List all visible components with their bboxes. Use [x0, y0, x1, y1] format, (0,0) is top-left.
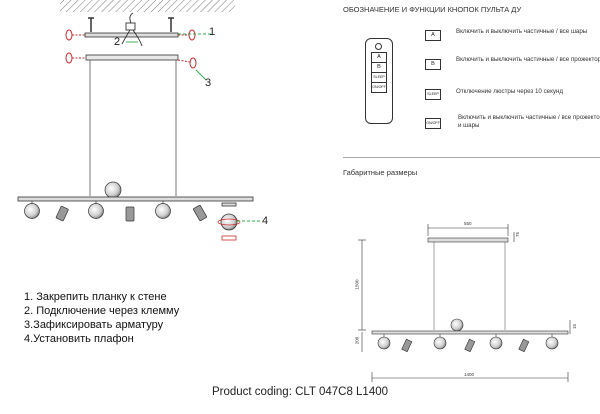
dim-canopy-width: 550 [464, 221, 472, 226]
spot-shade [193, 204, 207, 222]
legend-key-sleep: SLEEP [425, 89, 441, 100]
step-1: 1. Закрепить планку к стене [24, 291, 167, 303]
callout-3: 3 [205, 77, 212, 89]
legend-key-a: A [425, 30, 441, 41]
callout-4: 4 [262, 215, 269, 227]
dim-bar-height: 15 [572, 323, 578, 330]
shade-detail [217, 202, 241, 241]
step-2: 2. Подключение через клемму [24, 305, 180, 317]
installation-drawing [17, 0, 262, 241]
ceiling-hatch [60, 0, 235, 12]
dim-canopy-height: 75 [515, 231, 521, 238]
legend-text-onoff: Включить и выключить частичные / все про… [458, 114, 600, 129]
dim-drop: 200 [354, 336, 360, 345]
remote-control: A B SLEEP ON/OFF [365, 38, 393, 124]
section-divider [343, 157, 600, 158]
terminal-block [121, 12, 143, 47]
dimensions-title: Габаритные размеры [343, 168, 418, 177]
dimension-drawing [358, 224, 571, 382]
legend-text-b: Включить и выключить частичные / все про… [456, 56, 600, 63]
ball-shade [155, 203, 171, 219]
mounting-screws [88, 17, 174, 32]
top-ball [104, 181, 122, 199]
dim-total-height: 1500 [354, 279, 360, 290]
canopy-red-markers [65, 52, 197, 69]
legend-key-onoff: ON/OFF [425, 118, 441, 129]
product-coding: Product coding: CLT 047C8 L1400 [211, 386, 389, 398]
remote-button-onoff: ON/OFF [371, 82, 387, 93]
mounting-plate [84, 32, 179, 38]
main-bar [17, 196, 254, 202]
shades-row [24, 201, 207, 222]
canopy [85, 54, 179, 61]
remote-led [375, 43, 382, 50]
legend-text-a: Включить и выключить частичные / все шар… [456, 28, 588, 35]
step-3: 3.Зафиксировать арматуру [24, 319, 164, 331]
callout-lines [126, 33, 262, 222]
callout-1: 1 [209, 26, 216, 38]
callout-2: 2 [114, 36, 121, 48]
legend-text-sleep: Отключение люстры через 10 секунд [456, 88, 564, 95]
plate-red-markers [65, 29, 196, 41]
ball-shade [88, 203, 104, 219]
ball-shade [24, 203, 40, 219]
legend-key-b: B [425, 59, 441, 70]
remote-title: ОБОЗНАЧЕНИЕ И ФУНКЦИИ КНОПОК ПУЛЬТА ДУ [343, 5, 522, 14]
spot-shade [125, 206, 135, 222]
step-4: 4.Установить плафон [24, 333, 134, 345]
dim-total-width: 1400 [464, 372, 475, 377]
spot-shade [55, 205, 69, 222]
